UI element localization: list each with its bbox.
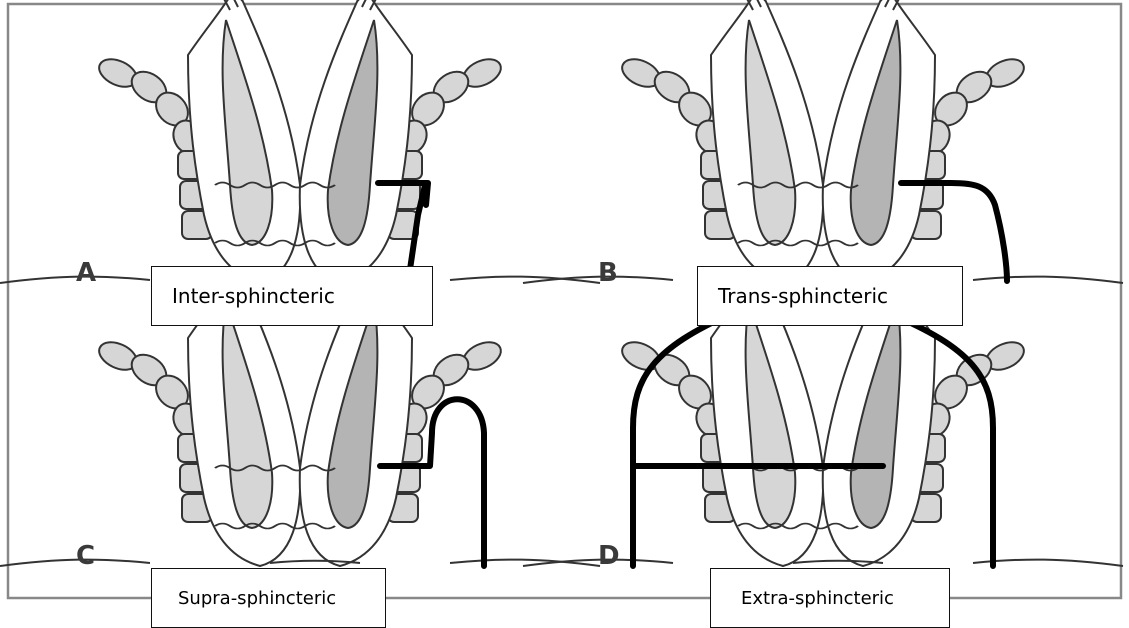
panel-letter-b: B <box>598 258 617 288</box>
right-half-anatomy <box>823 0 1028 283</box>
panel-b-drawing <box>523 0 1123 283</box>
label-text: Trans-sphincteric <box>718 284 888 308</box>
label-text: Inter-sphincteric <box>172 284 335 308</box>
label-text: Supra-sphincteric <box>178 588 336 609</box>
label-trans-sphincteric: Trans-sphincteric <box>697 266 963 326</box>
right-half-anatomy <box>300 0 505 283</box>
panel-letter-a: A <box>76 258 95 288</box>
left-half-anatomy <box>95 0 300 283</box>
label-inter-sphincteric: Inter-sphincteric <box>151 266 433 326</box>
panel-a-drawing <box>0 0 600 283</box>
panel-letter-c: C <box>76 541 94 571</box>
label-extra-sphincteric: Extra-sphincteric <box>710 568 950 628</box>
label-text: Extra-sphincteric <box>741 588 894 609</box>
label-supra-sphincteric: Supra-sphincteric <box>151 568 386 628</box>
panel-letter-d: D <box>598 541 619 571</box>
left-half-anatomy <box>618 0 823 283</box>
